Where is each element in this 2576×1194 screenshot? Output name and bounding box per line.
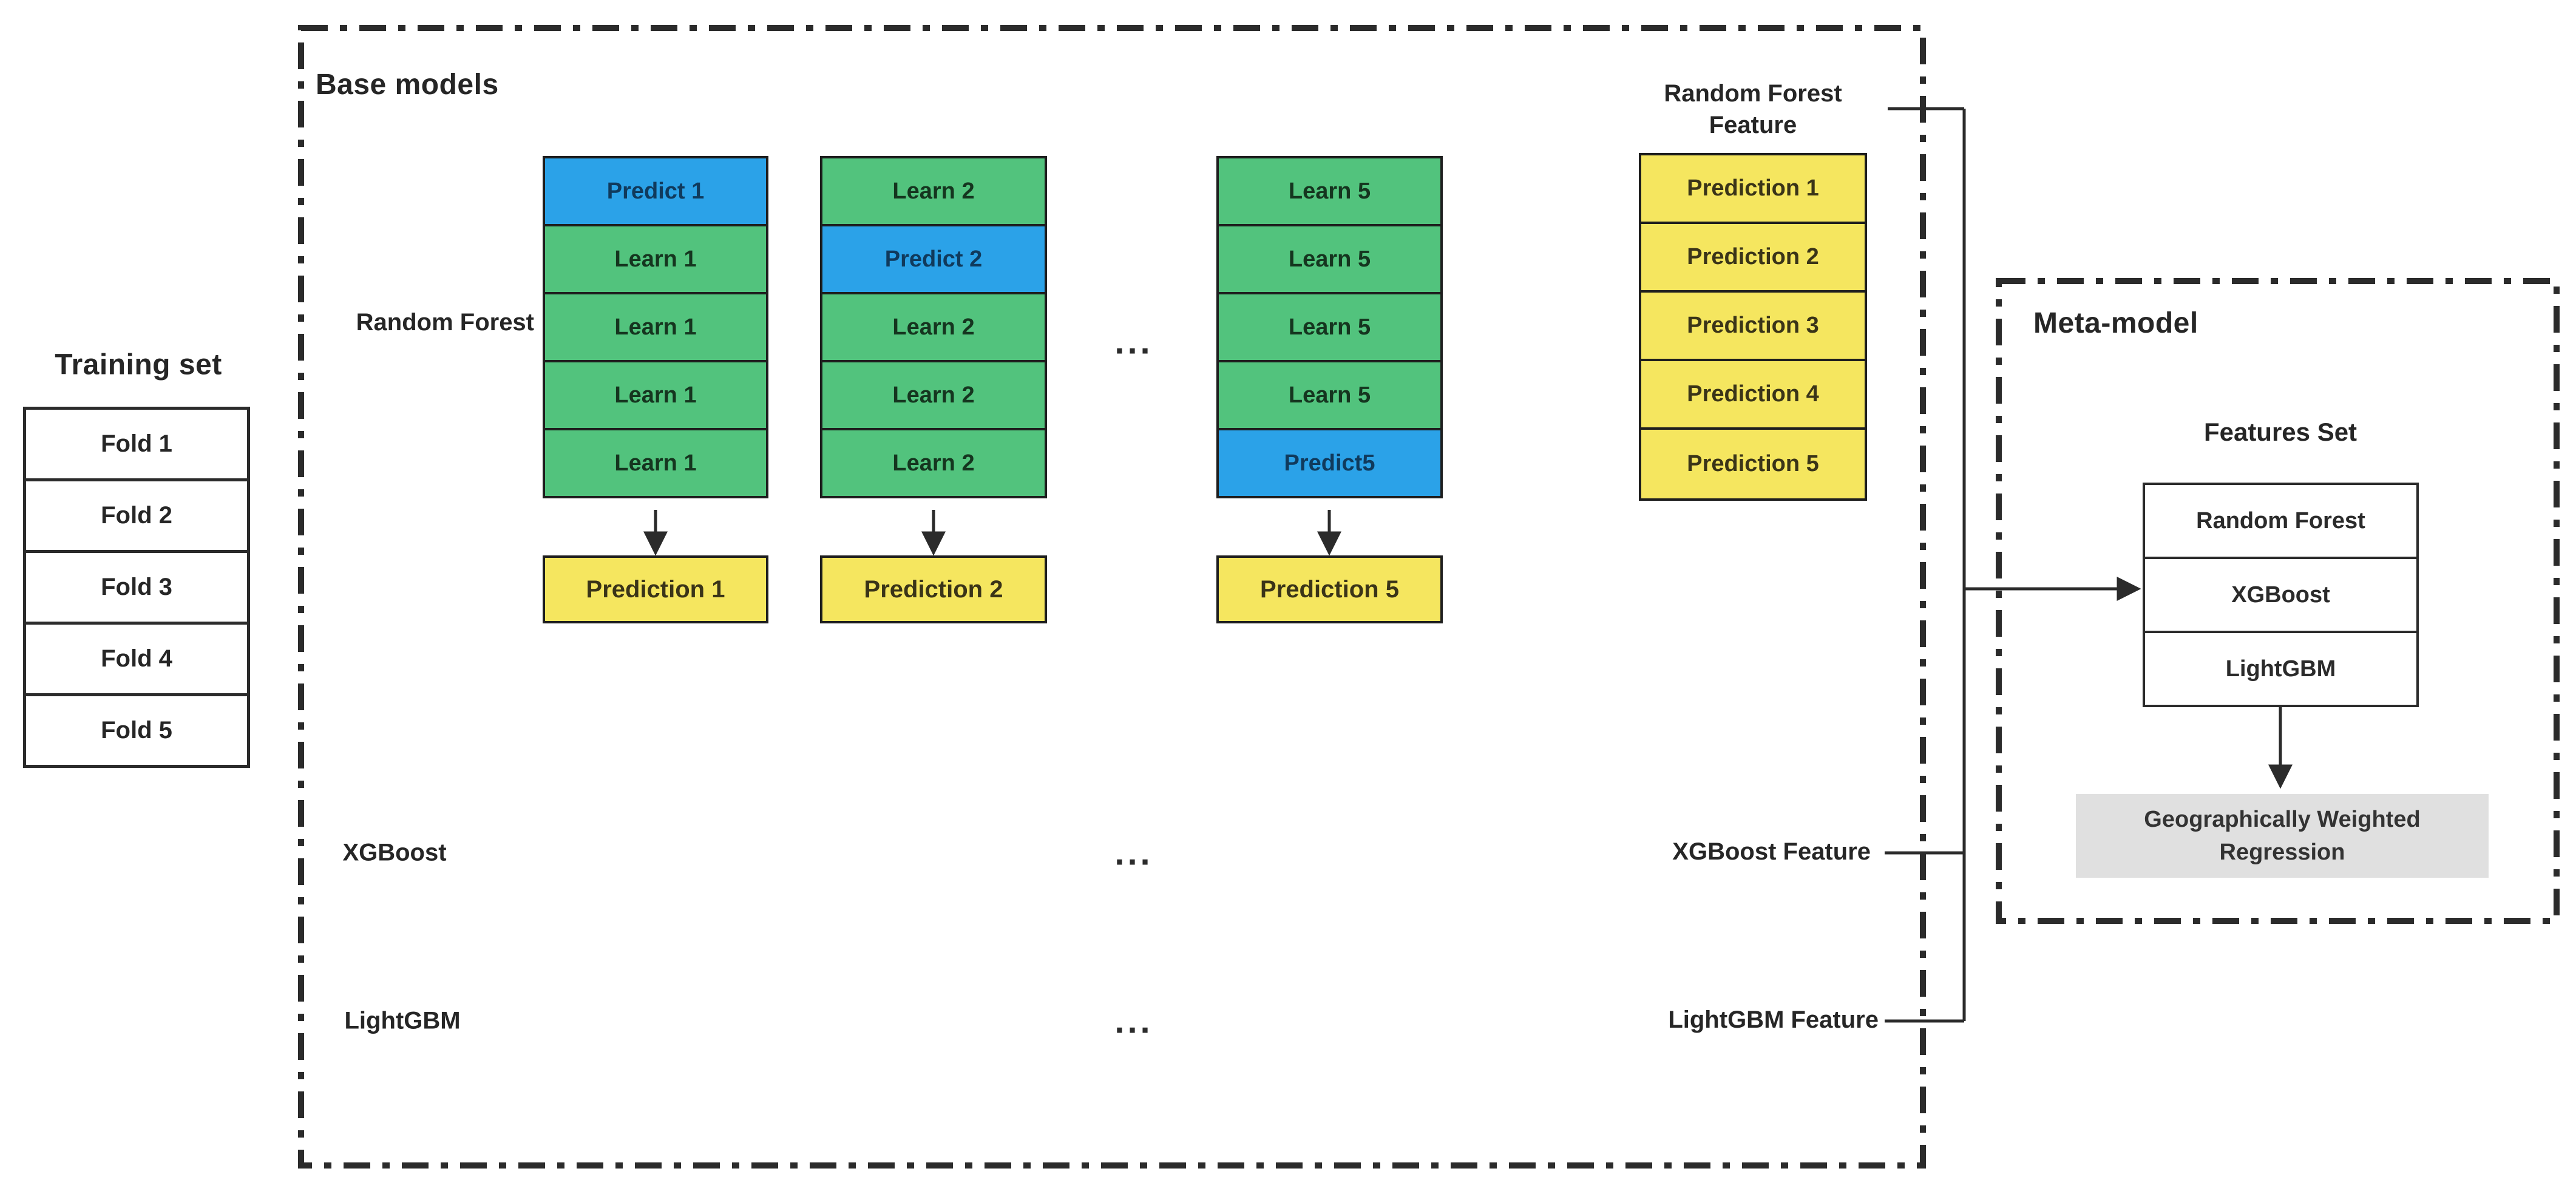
- fold-row: Fold 1: [26, 410, 247, 481]
- gwr-label-line1: Geographically Weighted: [2144, 807, 2421, 832]
- ellipsis-lightgbm: ...: [1114, 1001, 1153, 1041]
- learn-cell: Learn 5: [1216, 292, 1443, 362]
- fold-row: Fold 5: [101, 717, 172, 744]
- kfold-column-5: Learn 5 Learn 5 Learn 5 Learn 5 Predict5: [1216, 156, 1443, 498]
- predict-cell: Predict 2: [820, 224, 1047, 294]
- feature-cell: Prediction 1: [1641, 155, 1865, 224]
- learn-cell: Learn 2: [820, 292, 1047, 362]
- meta-model-border: [1996, 278, 2560, 924]
- xgboost-row-label: XGBoost: [342, 839, 447, 866]
- random-forest-feature-label-line2: Feature: [1709, 112, 1797, 138]
- features-row: Random Forest: [2145, 485, 2416, 559]
- feature-cell: Prediction 3: [1641, 293, 1865, 361]
- learn-cell: Learn 1: [543, 292, 768, 362]
- base-models-border: [298, 25, 1926, 1169]
- feature-cell: Prediction 5: [1687, 451, 1819, 477]
- random-forest-feature-label-line1: Random Forest: [1664, 80, 1842, 107]
- gwr-box: Geographically Weighted Regression: [2076, 794, 2489, 878]
- features-row: XGBoost: [2145, 559, 2416, 633]
- random-forest-feature-label: Random Forest Feature: [1664, 78, 1842, 141]
- features-row: LightGBM: [2225, 656, 2336, 682]
- learn-cell: Learn 1: [543, 360, 768, 430]
- ellipsis-random-forest: ...: [1114, 322, 1153, 362]
- meta-model-title: Meta-model: [2033, 307, 2198, 339]
- prediction-box-1: Prediction 1: [543, 555, 768, 623]
- feature-cell: Prediction 2: [1641, 224, 1865, 293]
- xgboost-feature-label: XGBoost Feature: [1672, 838, 1871, 865]
- training-set-title: Training set: [55, 348, 222, 381]
- base-models-title: Base models: [316, 69, 499, 101]
- fold-row: Fold 4: [26, 625, 247, 696]
- learn-cell: Learn 1: [543, 224, 768, 294]
- random-forest-row-label: Random Forest: [356, 309, 534, 336]
- predict-cell: Predict5: [1216, 428, 1443, 498]
- learn-cell: Learn 5: [1216, 224, 1443, 294]
- learn-cell: Learn 2: [820, 360, 1047, 430]
- features-set-table: Random Forest XGBoost LightGBM: [2143, 483, 2419, 707]
- kfold-column-1: Predict 1 Learn 1 Learn 1 Learn 1 Learn …: [543, 156, 768, 498]
- learn-cell: Learn 2: [820, 428, 1047, 498]
- fold-row: Fold 2: [26, 481, 247, 553]
- ellipsis-xgboost: ...: [1114, 833, 1153, 873]
- gwr-label-line2: Regression: [2219, 840, 2345, 865]
- feature-cell: Prediction 4: [1641, 361, 1865, 430]
- learn-cell: Learn 2: [820, 156, 1047, 226]
- learn-cell: Learn 5: [1216, 360, 1443, 430]
- lightgbm-row-label: LightGBM: [344, 1007, 461, 1034]
- prediction-box-5: Prediction 5: [1216, 555, 1443, 623]
- lightgbm-feature-label: LightGBM Feature: [1668, 1006, 1879, 1033]
- training-set-table: Fold 1 Fold 2 Fold 3 Fold 4 Fold 5: [23, 407, 250, 768]
- kfold-column-2: Learn 2 Predict 2 Learn 2 Learn 2 Learn …: [820, 156, 1047, 498]
- learn-cell: Learn 1: [543, 428, 768, 498]
- learn-cell: Learn 5: [1216, 156, 1443, 226]
- features-set-title: Features Set: [2203, 418, 2357, 446]
- random-forest-feature-stack: Prediction 1 Prediction 2 Prediction 3 P…: [1639, 153, 1867, 501]
- fold-row: Fold 3: [26, 553, 247, 625]
- predict-cell: Predict 1: [543, 156, 768, 226]
- prediction-box-2: Prediction 2: [820, 555, 1047, 623]
